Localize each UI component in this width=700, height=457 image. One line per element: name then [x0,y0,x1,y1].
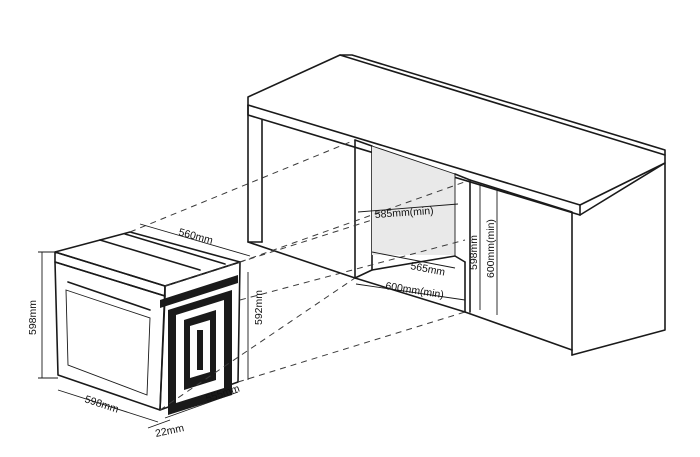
niche-height-min-label: 600mm(min) [485,219,497,278]
side-height-label: 592mm [253,290,265,325]
dimension-lines [38,184,498,429]
oven-height-label: 598mm [27,300,39,335]
niche-inner-label: 565mm [409,260,446,279]
top-depth-label: 560mm [177,226,214,247]
niche-width-label: 600mm(min) [385,280,445,301]
niche-depth-label: 585mm(min) [374,205,434,221]
oven-appliance [54,231,241,415]
kitchen-cabinet [247,54,666,356]
oven-width-label: 598mm [83,393,120,415]
niche-height-label: 598mm [468,235,480,270]
front-offset-label: 22mm [154,422,185,440]
projection-lines [129,139,471,411]
